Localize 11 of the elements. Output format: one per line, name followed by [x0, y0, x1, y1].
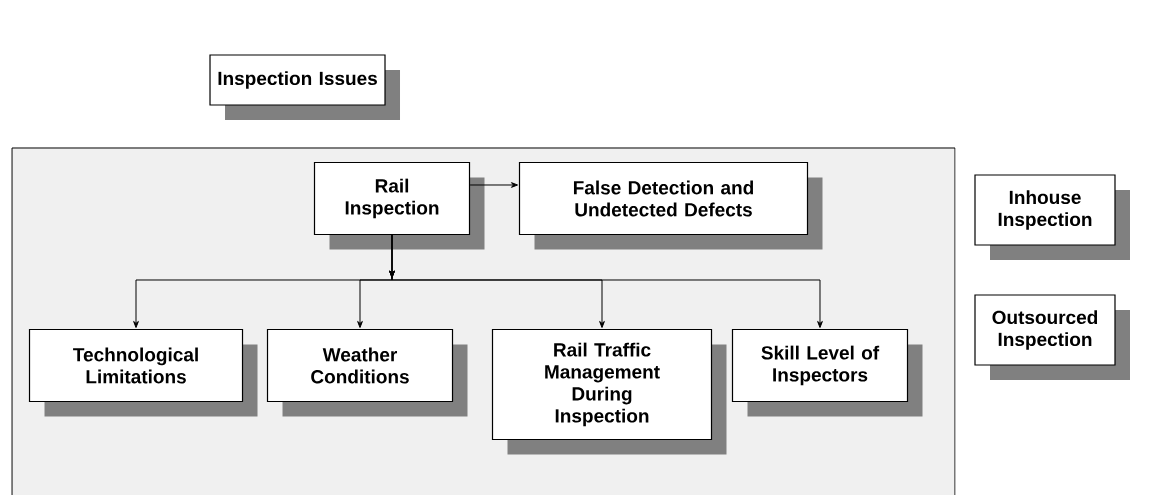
arrow — [389, 234, 823, 328]
process-box: Weather Conditions — [266, 328, 468, 417]
process-box: Technological Limitations — [28, 328, 258, 417]
process-box: Rail Inspection — [313, 161, 485, 250]
process-box: Outsourced Inspection — [974, 294, 1130, 380]
process-box: Skill Level of Inspectors — [731, 328, 923, 417]
process-box: Rail Traffic Management During Inspection — [491, 328, 727, 455]
arrow — [469, 182, 519, 188]
process-box: Inspection Issues — [209, 54, 400, 120]
process-box: False Detection and Undetected Defects — [518, 161, 823, 250]
process-box: Inhouse Inspection — [974, 174, 1130, 260]
